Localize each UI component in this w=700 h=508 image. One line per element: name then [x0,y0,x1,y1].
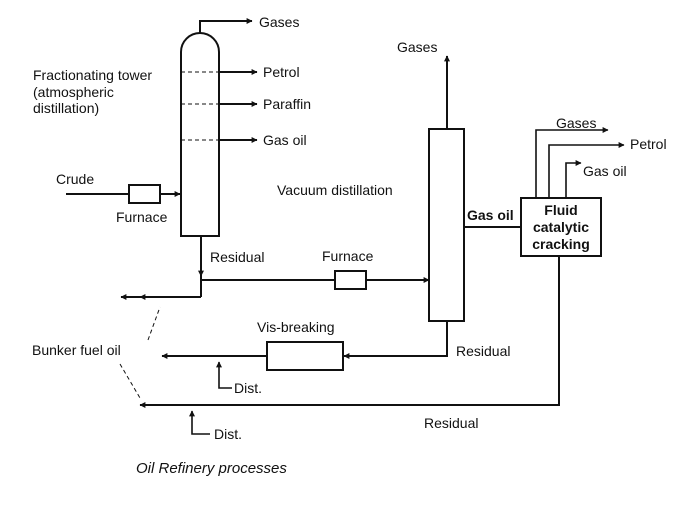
vacuum-gases-label: Gases [397,39,437,55]
furnace-2-label: Furnace [322,248,374,264]
fcc-gas-oil-label: Gas oil [583,163,627,179]
vis-breaking-label: Vis-breaking [257,319,335,335]
tower-subtitle-2-label: distillation) [33,100,99,116]
dist-1-label: Dist. [234,380,262,396]
vacuum-column [428,128,465,322]
furnace-1-label: Furnace [116,209,168,225]
residual-2-label: Residual [456,343,510,359]
tower-gases-label: Gases [259,14,299,30]
fcc-gases-arrow [535,127,609,198]
gas-oil-to-fcc-label: Gas oil [467,207,514,223]
crude-label: Crude [56,171,94,187]
fractionating-tower [180,32,220,237]
fcc-box [520,197,602,257]
gas-oil-label: Gas oil [263,132,307,148]
fcc-gas-oil-arrow [565,160,582,198]
petrol-label: Petrol [263,64,300,80]
furnace-2-box [334,270,367,290]
paraffin-label: Paraffin [263,96,311,112]
bunker-leader-top [147,306,161,341]
fcc-label-line3: cracking [532,236,590,252]
tower-gases-outlet [199,18,253,33]
fcc-petrol-arrow [548,142,625,198]
fcc-label-line2: catalytic [533,219,589,235]
fcc-petrol-label: Petrol [630,136,667,152]
residual-3-label: Residual [424,415,478,431]
residual-1-label: Residual [210,249,264,265]
fcc-label-line1: Fluid [544,202,577,218]
vis-breaking-box [266,341,344,371]
furnace-1-box [128,184,161,204]
tower-subtitle-1-label: (atmospheric [33,84,114,100]
fcc-residual-line [196,256,560,406]
bunker-leader-bottom [119,363,141,399]
fcc-gases-label: Gases [556,115,596,131]
bunker-fuel-oil-label: Bunker fuel oil [32,342,121,358]
dist-2-arrow [189,410,210,435]
dist-2-label: Dist. [214,426,242,442]
diagram-caption: Oil Refinery processes [136,460,287,477]
dist-1-arrow [216,361,232,389]
vacuum-distillation-label: Vacuum distillation [277,182,393,198]
vacuum-residual-line [366,321,448,357]
tower-title-label: Fractionating tower [33,67,152,83]
